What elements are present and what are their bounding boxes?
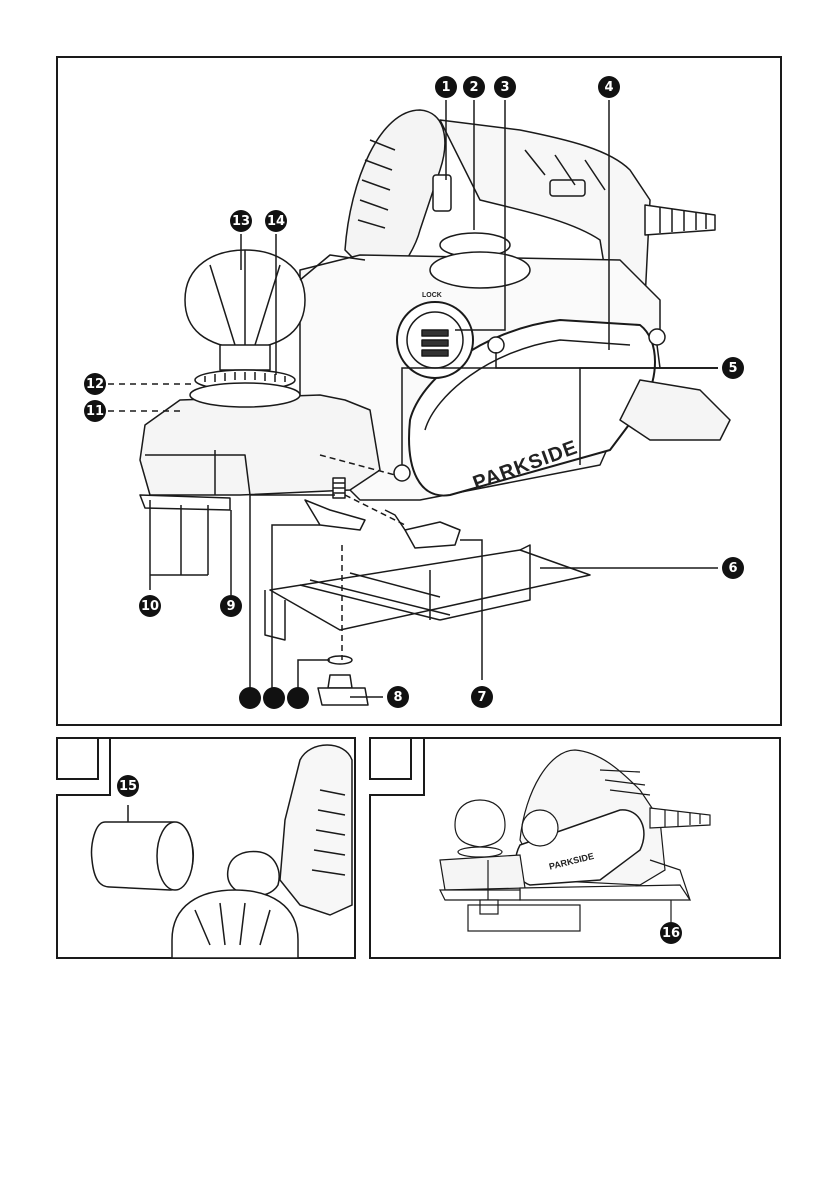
callout-dot-unlabeled-3 [287,687,309,709]
callout-13: 13 [230,210,252,232]
callout-dot-unlabeled-1 [239,687,261,709]
panel-c-label-box [370,738,411,779]
callout-5: 5 [722,357,744,379]
callout-4: 4 [598,76,620,98]
callout-14: 14 [265,210,287,232]
callout-6: 6 [722,557,744,579]
panel-b-label-box [57,738,98,779]
callout-9: 9 [220,595,242,617]
callout-12: 12 [84,373,106,395]
callout-11: 11 [84,400,106,422]
callout-16: 16 [660,922,682,944]
callout-7: 7 [471,686,493,708]
callout-3: 3 [494,76,516,98]
panel-c-drawing [440,750,710,931]
callout-2: 2 [463,76,485,98]
lock-label: LOCK [422,292,442,299]
callout-10: 10 [139,595,161,617]
callout-1: 1 [435,76,457,98]
callout-8: 8 [387,686,409,708]
callout-15: 15 [117,775,139,797]
callout-dot-unlabeled-2 [263,687,285,709]
